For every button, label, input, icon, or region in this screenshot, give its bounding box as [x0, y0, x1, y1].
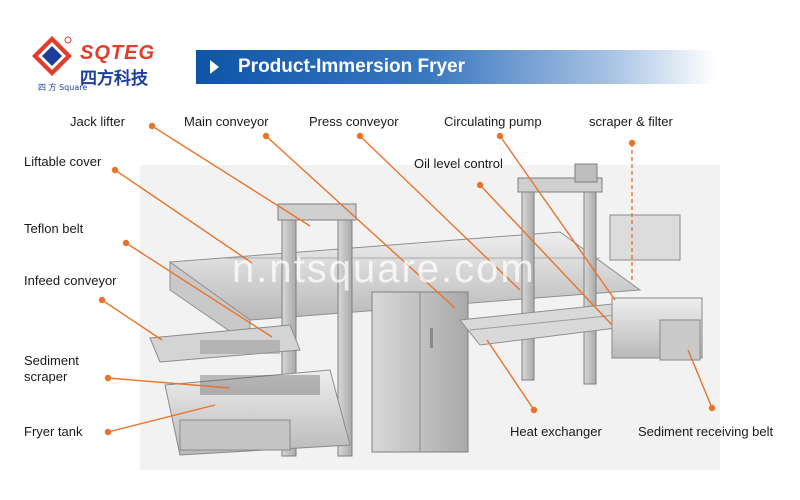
- leader-circulating-pump: [499, 135, 616, 301]
- leader-sediment-belt: [687, 349, 713, 409]
- watermark-text: n.ntsquare.com: [232, 247, 536, 291]
- label-liftable-cover: Liftable cover: [24, 154, 102, 169]
- brand-name-en: SQTEG: [80, 42, 156, 64]
- page-title: Product-Immersion Fryer: [238, 56, 465, 77]
- leader-heat-exchanger: [486, 339, 535, 411]
- leader-lines: [98, 122, 716, 436]
- leader-teflon-belt: [125, 242, 273, 338]
- leader-oil-level: [479, 184, 613, 326]
- label-teflon-belt: Teflon belt: [24, 221, 84, 236]
- logo-mark-text: 四 方 Square: [38, 83, 88, 92]
- label-scraper-filter: scraper & filter: [589, 114, 673, 129]
- leader-fryer-tank: [107, 404, 216, 433]
- title-banner: [196, 50, 716, 84]
- leader-infeed-conveyor: [101, 299, 163, 341]
- label-jack-lifter: Jack lifter: [70, 114, 125, 129]
- label-sediment-receiving-belt: Sediment receiving belt: [638, 424, 774, 439]
- leader-liftable-cover: [114, 169, 253, 264]
- label-sediment-scraper: Sediment scraper: [24, 353, 79, 384]
- label-press-conveyor: Press conveyor: [309, 114, 399, 129]
- label-infeed-conveyor: Infeed conveyor: [24, 273, 117, 288]
- leader-press-conveyor: [359, 135, 521, 291]
- infeed-conveyor-shape: [149, 324, 301, 363]
- brand-name-cn: 四方科技: [80, 69, 148, 89]
- leader-sediment-scraper: [107, 377, 231, 389]
- label-fryer-tank: Fryer tank: [24, 424, 83, 439]
- fryer-tank-shape: [164, 369, 351, 456]
- label-main-conveyor: Main conveyor: [184, 114, 269, 129]
- control-cabinet: [371, 291, 469, 453]
- leader-main-conveyor: [265, 135, 456, 309]
- rear-lifter-frame: [517, 163, 603, 385]
- leader-jack-lifter: [151, 125, 311, 227]
- scraper-filter-unit: [609, 214, 703, 361]
- company-logo: 四 方 Square SQTEG 四方科技: [30, 34, 170, 100]
- label-circulating-pump: Circulating pump: [444, 114, 542, 129]
- logo-mark-icon: [32, 36, 72, 76]
- label-heat-exchanger: Heat exchanger: [510, 424, 602, 439]
- label-oil-level-control: Oil level control: [414, 156, 503, 171]
- play-arrow-icon: [210, 60, 219, 74]
